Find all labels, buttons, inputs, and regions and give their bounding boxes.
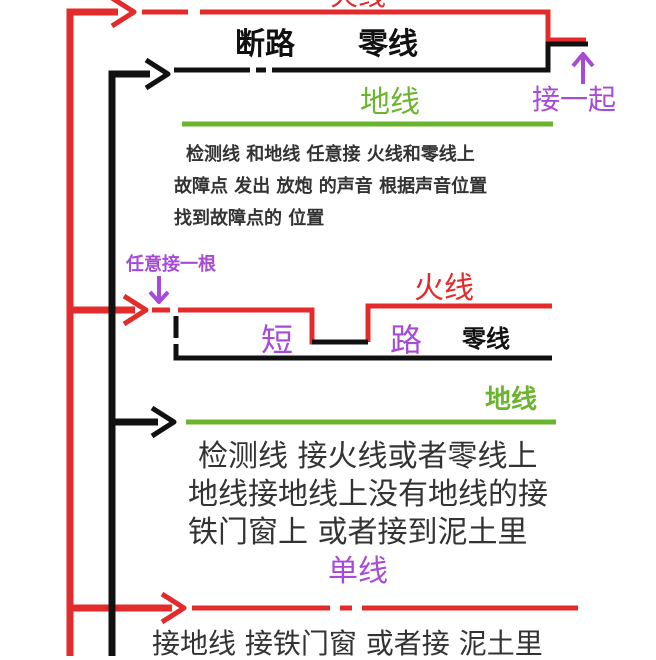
red-detection-trunk xyxy=(66,8,118,656)
desc3: 接地线 接铁门窗 或者接 泥土里 xyxy=(152,630,543,658)
live-label-1: 火线 xyxy=(330,0,386,10)
purple-down-arrow xyxy=(148,276,170,304)
ground-label-1: 地线 xyxy=(360,85,420,120)
short-char-1: 短 xyxy=(261,321,294,359)
desc2-line3: 铁门窗上 或者接到泥土里 xyxy=(188,515,528,550)
neutral-label-2: 零线 xyxy=(462,325,510,353)
break-label: 断路 xyxy=(235,27,295,62)
red-arrow-2 xyxy=(122,293,149,327)
neutral-wire-1c xyxy=(272,41,588,73)
neutral-wire-2b xyxy=(173,344,552,361)
black-arrow-1 xyxy=(144,57,171,91)
connect-label: 接一起 xyxy=(532,83,617,116)
desc1-line2: 故障点 发出 放炮 的声音 根据声音位置 xyxy=(174,176,488,197)
purple-up-arrow xyxy=(571,52,595,84)
live-label-2: 火线 xyxy=(414,271,474,306)
live-wire-1b xyxy=(200,9,586,43)
black-ground-trunk xyxy=(108,70,150,656)
desc2-line1: 检测线 接火线或者零线上 xyxy=(198,439,538,474)
neutral-label-1: 零线 xyxy=(358,27,418,62)
desc1-line3: 找到故障点的 位置 xyxy=(174,208,325,229)
pick-label: 任意接一根 xyxy=(126,254,216,275)
live-wire-2c xyxy=(365,303,552,342)
red-arrow-top xyxy=(110,0,137,29)
red-arrow-3 xyxy=(160,591,187,625)
single-label: 单线 xyxy=(328,554,388,589)
desc2-line2: 地线接地线上没有地线的接 xyxy=(188,477,548,512)
short-char-2: 路 xyxy=(390,321,423,359)
desc1-line1: 检测线 和地线 任意接 火线和零线上 xyxy=(186,144,475,165)
desc3-text: 接地线 接铁门窗 或者接 泥土里 xyxy=(152,627,543,660)
black-arrow-2 xyxy=(150,405,177,439)
ground-label-2: 地线 xyxy=(485,385,538,415)
